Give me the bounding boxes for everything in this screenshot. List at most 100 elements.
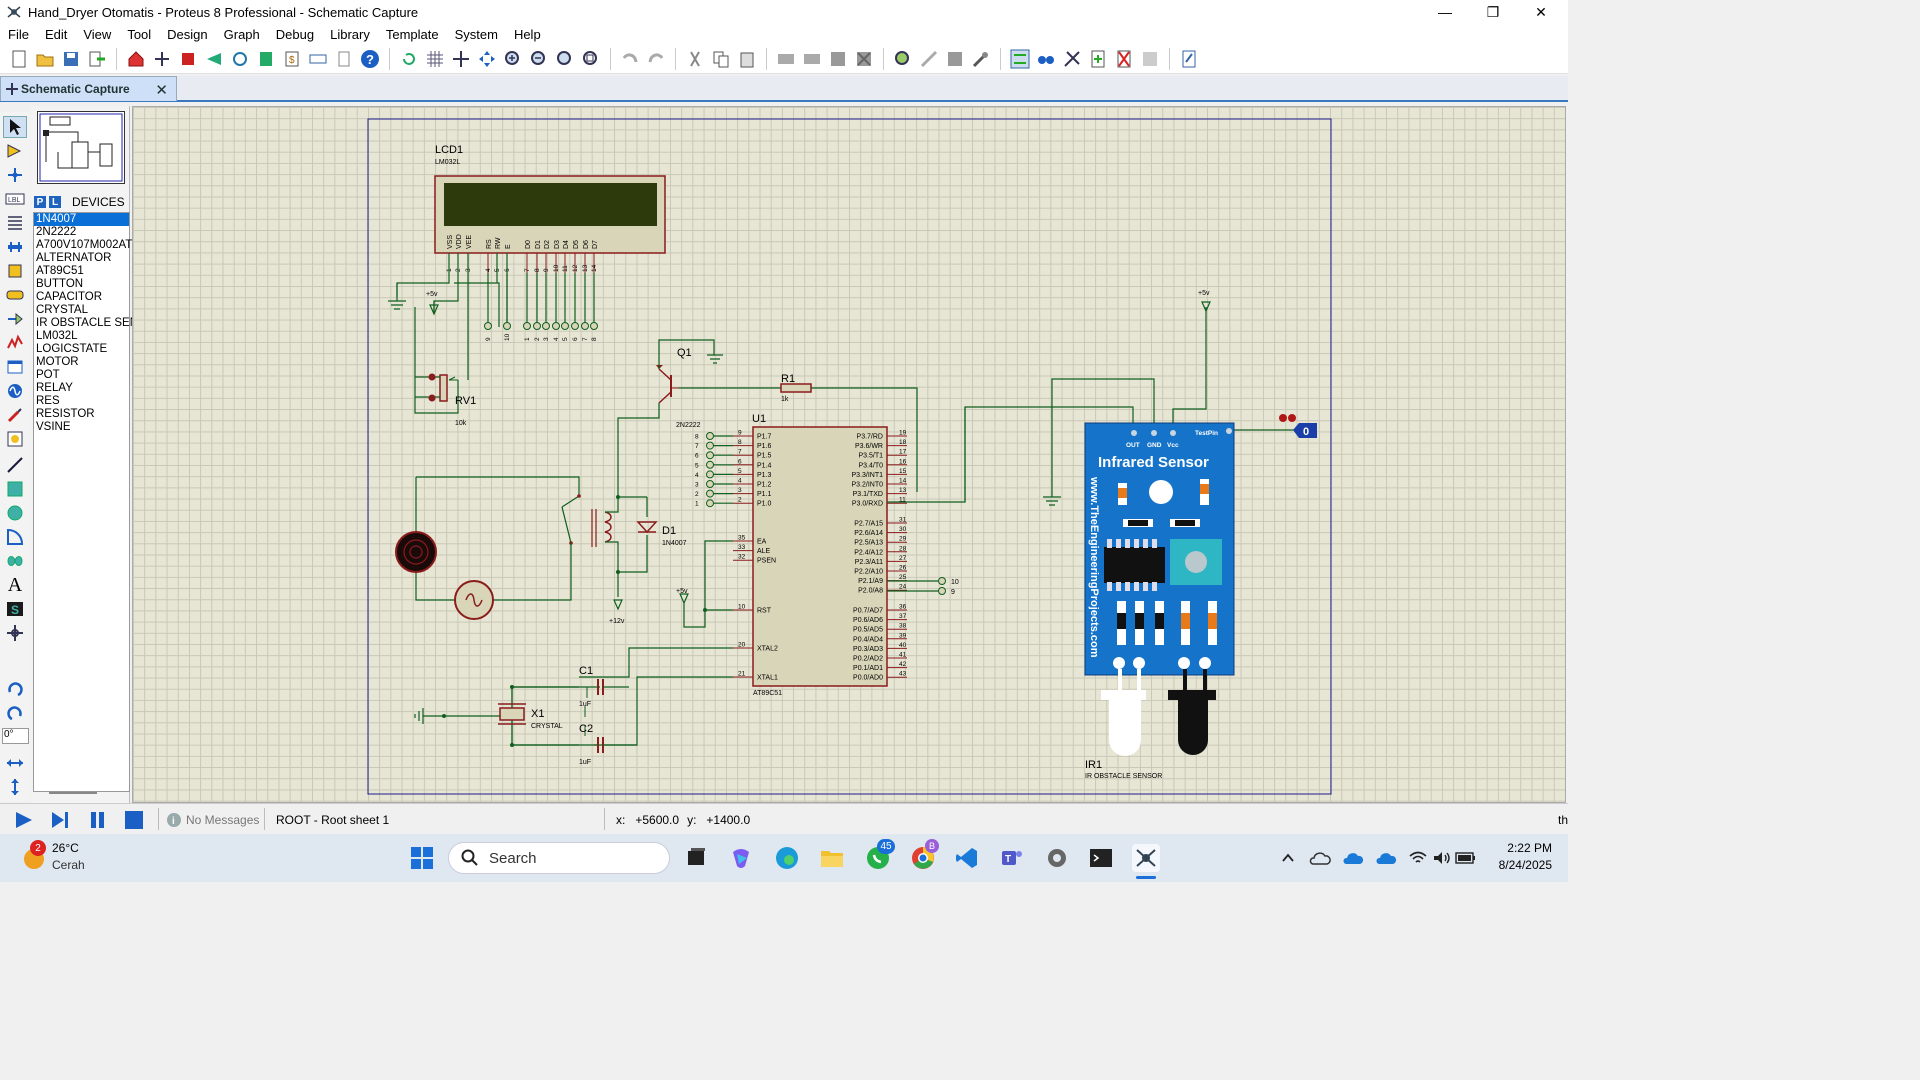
clock-time[interactable]: 2:22 PM	[1507, 841, 1552, 855]
play-icon[interactable]	[12, 804, 36, 835]
block-copy-icon[interactable]	[775, 48, 797, 70]
zoom-area-icon[interactable]	[580, 48, 602, 70]
redo-icon[interactable]	[645, 48, 667, 70]
device-list-item[interactable]: RESISTOR	[36, 408, 95, 420]
graph-mode-icon[interactable]	[3, 332, 27, 354]
grid-icon[interactable]	[424, 48, 446, 70]
clock-date[interactable]: 8/24/2025	[1498, 858, 1552, 872]
copilot-icon[interactable]	[727, 844, 755, 872]
menu-template[interactable]: Template	[385, 26, 439, 42]
devices-scrollbar[interactable]	[49, 792, 97, 794]
onedrive-business-icon[interactable]	[1372, 844, 1400, 872]
proteus-taskbar-icon[interactable]	[1132, 844, 1160, 872]
device-list-item[interactable]: AT89C51	[36, 265, 84, 277]
settings-gear-icon[interactable]	[1043, 844, 1071, 872]
device-list-item[interactable]: IR OBSTACLE SENSOR	[36, 317, 163, 329]
weather-desc[interactable]: Cerah	[52, 858, 85, 872]
step-icon[interactable]	[48, 804, 72, 835]
remove-sheet-icon[interactable]	[1113, 48, 1135, 70]
pause-icon[interactable]	[86, 804, 110, 835]
show-hidden-icons-chevron-icon[interactable]	[1274, 844, 1302, 872]
generator-mode-icon[interactable]	[3, 380, 27, 402]
mirror-horizontal-icon[interactable]	[3, 752, 27, 774]
overview-window[interactable]	[37, 111, 125, 184]
file-explorer-icon[interactable]	[818, 844, 846, 872]
library-manager-button[interactable]: L	[49, 196, 61, 208]
undo-icon[interactable]	[619, 48, 641, 70]
copy-icon[interactable]	[710, 48, 732, 70]
menu-view[interactable]: View	[83, 26, 112, 42]
device-list-item[interactable]: RELAY	[36, 382, 73, 394]
text-tool-icon[interactable]: A	[7, 573, 23, 596]
device-list-item[interactable]: LM032L	[36, 330, 78, 342]
device-list-item[interactable]: CRYSTAL	[36, 304, 88, 316]
menu-system[interactable]: System	[454, 26, 498, 42]
paste-icon[interactable]	[736, 48, 758, 70]
schematic-icon[interactable]	[151, 48, 173, 70]
menu-graph[interactable]: Graph	[223, 26, 260, 42]
tab-schematic-capture[interactable]: Schematic Capture ✕	[0, 76, 177, 101]
wire-label-icon[interactable]: LBL	[3, 188, 27, 210]
zoom-out-icon[interactable]	[528, 48, 550, 70]
document-icon[interactable]	[333, 48, 355, 70]
zoom-in-icon[interactable]	[502, 48, 524, 70]
chrome-icon[interactable]: B	[909, 839, 939, 872]
open-folder-icon[interactable]	[34, 48, 56, 70]
pick-devices-button[interactable]: P	[34, 196, 46, 208]
origin-icon[interactable]	[450, 48, 472, 70]
device-list-item[interactable]: VSINE	[36, 421, 71, 433]
arc-tool-icon[interactable]	[3, 526, 27, 548]
block-rotate-icon[interactable]	[827, 48, 849, 70]
terminals-icon[interactable]	[3, 284, 27, 306]
exit-to-parent-icon[interactable]	[1139, 48, 1161, 70]
onedrive-outline-icon[interactable]	[1306, 844, 1334, 872]
subcircuit-icon[interactable]	[3, 260, 27, 282]
path-tool-icon[interactable]	[3, 550, 27, 572]
task-view-icon[interactable]	[682, 844, 710, 872]
vsm-studio-icon[interactable]	[307, 48, 329, 70]
rotation-angle-field[interactable]: 0°	[2, 728, 29, 744]
block-delete-icon[interactable]	[853, 48, 875, 70]
battery-icon[interactable]	[1452, 844, 1480, 872]
edge-browser-icon[interactable]	[773, 844, 801, 872]
box-tool-icon[interactable]	[3, 478, 27, 500]
menu-edit[interactable]: Edit	[44, 26, 68, 42]
device-list-item[interactable]: MOTOR	[36, 356, 79, 368]
rotate-anticlockwise-icon[interactable]	[3, 702, 27, 724]
device-list-item[interactable]: BUTTON	[36, 278, 84, 290]
selection-mode-icon[interactable]	[3, 116, 27, 138]
menu-library[interactable]: Library	[330, 26, 370, 42]
stop-icon[interactable]	[122, 804, 146, 835]
make-device-icon[interactable]	[918, 48, 940, 70]
line-tool-icon[interactable]	[3, 454, 27, 476]
menu-help[interactable]: Help	[513, 26, 541, 42]
help-icon[interactable]: ?	[359, 48, 381, 70]
terminal-icon[interactable]	[1087, 844, 1115, 872]
vscode-icon[interactable]	[953, 844, 981, 872]
3d-icon[interactable]	[203, 48, 225, 70]
device-list-item[interactable]: 2N2222	[36, 226, 77, 238]
gerber-icon[interactable]	[229, 48, 251, 70]
new-sheet-icon[interactable]	[1087, 48, 1109, 70]
menu-file[interactable]: File	[8, 26, 29, 42]
tab-close-icon[interactable]: ✕	[155, 82, 168, 99]
minimize-button[interactable]: —	[1438, 4, 1452, 20]
device-list-item[interactable]: CAPACITOR	[36, 291, 103, 303]
menu-debug[interactable]: Debug	[275, 26, 315, 42]
rotate-clockwise-icon[interactable]	[3, 678, 27, 700]
block-move-icon[interactable]	[801, 48, 823, 70]
device-list-item[interactable]: 1N4007	[34, 213, 129, 226]
buses-icon[interactable]	[3, 236, 27, 258]
save-icon[interactable]	[60, 48, 82, 70]
home-icon[interactable]	[125, 48, 147, 70]
teams-icon[interactable]: T	[998, 844, 1026, 872]
import-icon[interactable]	[86, 48, 108, 70]
component-mode-icon[interactable]	[3, 140, 27, 162]
close-button[interactable]: ✕	[1535, 3, 1547, 20]
tape-recorder-icon[interactable]	[3, 356, 27, 378]
bom-icon[interactable]	[255, 48, 277, 70]
device-list-item[interactable]: A700V107M002ATE	[36, 239, 140, 251]
cut-icon[interactable]	[684, 48, 706, 70]
packaging-tool-icon[interactable]	[944, 48, 966, 70]
